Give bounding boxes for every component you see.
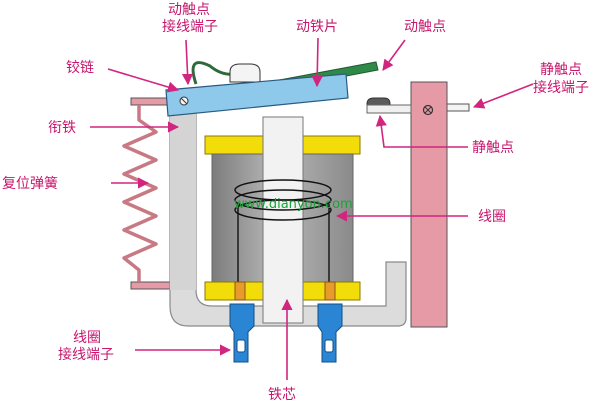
label-coil: 线圈 — [478, 209, 506, 225]
label-moving-contact: 动触点 — [404, 19, 446, 35]
leader-static-terminal — [472, 83, 534, 109]
leader-lines — [90, 37, 534, 380]
label-static-terminal-line2: 接线端子 — [533, 79, 589, 96]
static-terminal-tab — [446, 103, 470, 112]
armature-plate — [165, 73, 349, 117]
label-moving-terminal-line2: 接线端子 — [162, 18, 218, 35]
leader-static-contact — [375, 114, 468, 148]
moving-terminal-wire — [191, 61, 237, 85]
label-moving-terminal-line1: 动触点 — [168, 2, 210, 18]
plate-screw — [422, 104, 434, 116]
leader-hinge — [107, 68, 180, 93]
leader-moving-contact — [382, 39, 406, 71]
label-static-contact: 静触点 — [472, 140, 514, 156]
spring-bottom-anchor — [130, 281, 174, 290]
label-armature: 衔铁 — [48, 120, 76, 136]
static-contact-plate — [410, 81, 448, 328]
watermark: www.dianyon.com — [234, 197, 353, 212]
label-coil-terminal-line2: 接线端子 — [58, 346, 114, 363]
coil-terminal-left — [229, 303, 255, 363]
coil-lead-right — [324, 281, 336, 301]
label-coil-terminal-line1: 线圈 — [73, 330, 101, 346]
leader-armature-plate — [311, 37, 323, 88]
coil-lead-left — [234, 281, 246, 301]
labels: 动触点 接线端子 动铁片 动触点 静触点 接线端子 铰链 衔铁 复位弹簧 静触点… — [2, 2, 589, 403]
spring-coil — [122, 105, 158, 282]
label-hinge: 铰链 — [66, 60, 94, 76]
coil-wire — [234, 179, 332, 282]
label-armature-plate: 动铁片 — [296, 19, 338, 35]
label-iron-core: 铁芯 — [268, 387, 296, 403]
coil-terminal-right — [317, 303, 343, 363]
label-static-terminal-line1: 静触点 — [540, 62, 582, 78]
leader-moving-terminal — [181, 39, 194, 86]
moving-contact-button — [229, 63, 261, 83]
label-reset-spring: 复位弹簧 — [2, 175, 58, 192]
